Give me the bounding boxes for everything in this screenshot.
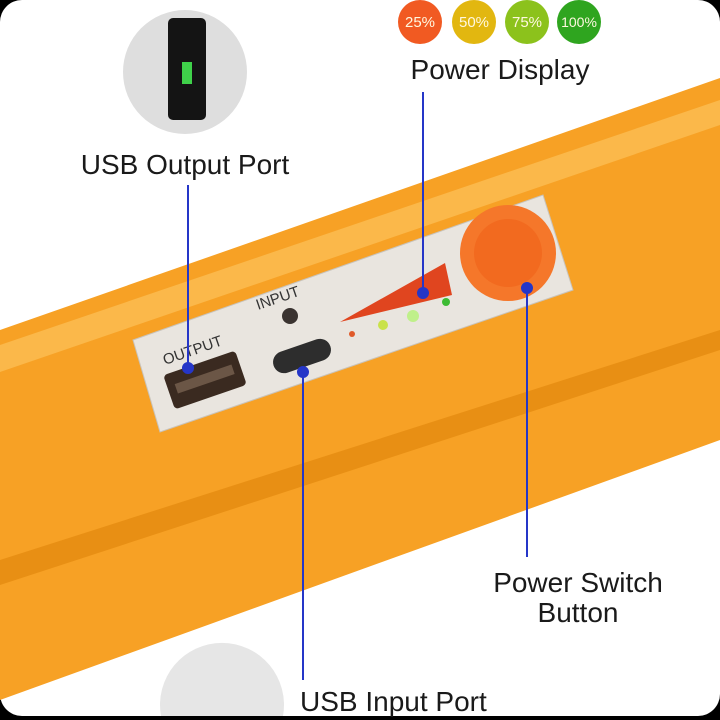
power-switch-label-1: Power Switch bbox=[493, 567, 663, 598]
level-badge-25: 25% bbox=[398, 0, 442, 44]
callout-lines bbox=[182, 92, 533, 680]
level-badge-50: 50% bbox=[452, 0, 496, 44]
wall-outlet-photo bbox=[160, 642, 284, 716]
led-50 bbox=[378, 320, 388, 330]
input-indicator-hole bbox=[282, 308, 298, 324]
led-25 bbox=[349, 331, 355, 337]
usb-input-label: USB Input Port bbox=[300, 686, 487, 717]
level-badge-75: 75% bbox=[505, 0, 549, 44]
led-100 bbox=[442, 298, 450, 306]
usb-output-label: USB Output Port bbox=[80, 149, 290, 180]
usb-output-port bbox=[164, 351, 246, 409]
body-highlight bbox=[0, 100, 720, 372]
level-badge-100: 100% bbox=[557, 0, 601, 44]
power-switch-label-2: Button bbox=[537, 597, 619, 628]
body-shadow bbox=[0, 330, 720, 585]
power-display-label: Power Display bbox=[410, 54, 590, 85]
usb-c-port bbox=[273, 338, 331, 374]
power-icon bbox=[474, 219, 542, 287]
battery-icon bbox=[182, 62, 192, 84]
led-75 bbox=[407, 310, 419, 322]
